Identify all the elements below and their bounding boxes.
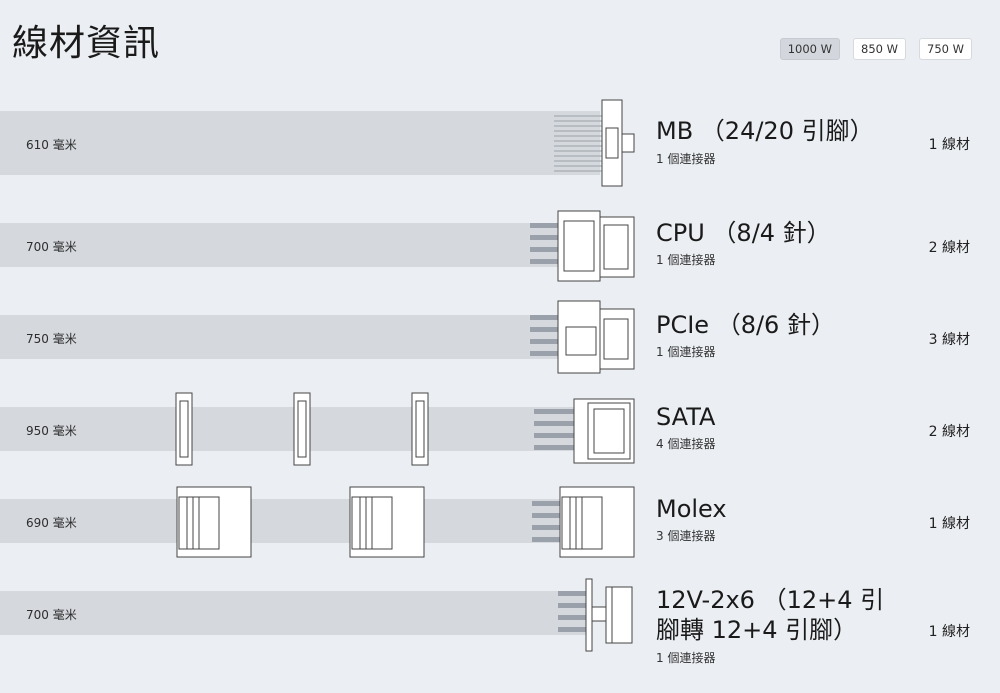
cable-length: 610 毫米 bbox=[26, 138, 77, 152]
cable-band bbox=[0, 223, 560, 267]
wattage-tabs: 1000 W 850 W 750 W bbox=[779, 38, 972, 60]
cable-length: 700 毫米 bbox=[26, 240, 77, 254]
cable-name: PCIe （8/6 針） bbox=[656, 311, 835, 339]
cable-row-cpu: 700 毫米 CPU （8/4 針） 1 個連接器 2 線材 bbox=[0, 205, 1000, 289]
12v-2x6-connector-icon bbox=[558, 578, 633, 652]
cable-name: Molex bbox=[656, 495, 727, 523]
cable-name: SATA bbox=[656, 403, 716, 431]
cable-band bbox=[0, 315, 560, 359]
tab-850w[interactable]: 850 W bbox=[853, 38, 907, 60]
connector-count: 1 個連接器 bbox=[656, 345, 716, 359]
page-title: 線材資訊 bbox=[12, 23, 161, 64]
cable-name: MB （24/20 引腳） bbox=[656, 117, 874, 145]
cable-row-pcie: 750 毫米 PCIe （8/6 針） 1 個連接器 3 線材 bbox=[0, 297, 1000, 381]
molex-connector-icon bbox=[532, 486, 635, 558]
sata-inline-connector-icon bbox=[175, 392, 193, 466]
cable-band bbox=[0, 499, 575, 543]
cable-length: 750 毫米 bbox=[26, 332, 77, 346]
cable-count: 2 線材 bbox=[928, 240, 970, 256]
mb-connector-icon bbox=[554, 99, 635, 187]
cable-band bbox=[0, 407, 575, 451]
cable-row-mb: 610 毫米 MB （24/20 引腳） 1 個連接器 1 線材 bbox=[0, 96, 1000, 190]
cable-row-12v-2x6: 700 毫米 12V-2x6 （12+4 引腳轉 12+4 引腳） 1 個連接器… bbox=[0, 573, 1000, 673]
pcie-connector-icon bbox=[530, 300, 635, 374]
tab-750w[interactable]: 750 W bbox=[919, 38, 972, 60]
connector-count: 3 個連接器 bbox=[656, 529, 716, 543]
tab-1000w[interactable]: 1000 W bbox=[779, 38, 841, 60]
cable-band bbox=[0, 591, 590, 635]
cable-count: 1 線材 bbox=[928, 137, 970, 153]
connector-count: 1 個連接器 bbox=[656, 651, 716, 665]
cable-name: 12V-2x6 （12+4 引腳轉 12+4 引腳） bbox=[656, 586, 885, 644]
molex-inline-connector-icon bbox=[176, 486, 252, 558]
sata-inline-connector-icon bbox=[411, 392, 429, 466]
connector-count: 4 個連接器 bbox=[656, 437, 716, 451]
molex-inline-connector-icon bbox=[349, 486, 425, 558]
cable-length: 690 毫米 bbox=[26, 516, 77, 530]
connector-count: 1 個連接器 bbox=[656, 152, 716, 166]
cable-length: 950 毫米 bbox=[26, 424, 77, 438]
sata-connector-icon bbox=[534, 398, 635, 464]
cpu-connector-icon bbox=[530, 210, 635, 282]
cable-count: 3 線材 bbox=[928, 332, 970, 348]
cable-band bbox=[0, 111, 600, 175]
cable-count: 2 線材 bbox=[928, 424, 970, 440]
cable-name: CPU （8/4 針） bbox=[656, 219, 831, 247]
cable-row-molex: 690 毫米 Molex 3 個連接器 1 線材 bbox=[0, 481, 1000, 565]
connector-count: 1 個連接器 bbox=[656, 253, 716, 267]
sata-inline-connector-icon bbox=[293, 392, 311, 466]
cable-count: 1 線材 bbox=[928, 624, 970, 640]
cable-length: 700 毫米 bbox=[26, 608, 77, 622]
cable-count: 1 線材 bbox=[928, 516, 970, 532]
cable-row-sata: 950 毫米 SATA 4 個連接器 2 線材 bbox=[0, 389, 1000, 473]
